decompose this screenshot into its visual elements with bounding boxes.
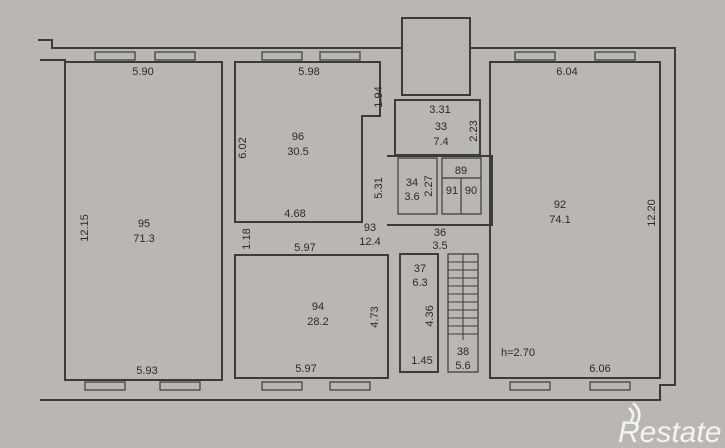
- room-96: 96 30.5: [287, 131, 308, 158]
- room-33: 33 7.4: [433, 121, 448, 148]
- room-area: 3.5: [432, 240, 447, 252]
- dimension: 1.94: [373, 86, 385, 107]
- dimensions: 5.90 12.15 5.93 5.98 1.94 6.02 4.68 1.18…: [79, 66, 658, 377]
- dimension: 5.97: [295, 363, 316, 375]
- room-number: 37: [414, 263, 426, 275]
- dimension: 12.15: [79, 214, 91, 242]
- room-38: 38 5.6: [455, 346, 470, 372]
- room-89-number: 89: [455, 165, 467, 177]
- room-93: 93 12.4: [359, 222, 380, 248]
- dimension: 4.36: [424, 305, 436, 326]
- dimension: 5.93: [136, 365, 157, 377]
- walls: [38, 17, 676, 401]
- room-number: 33: [435, 121, 447, 133]
- room-number: 95: [138, 218, 150, 230]
- watermark-text: Restate: [618, 416, 721, 448]
- room-area: 74.1: [549, 214, 570, 226]
- room-number: 94: [312, 301, 324, 313]
- dimension: 4.73: [369, 306, 381, 327]
- room-area: 3.6: [404, 191, 419, 203]
- dimension: 5.31: [373, 177, 385, 198]
- room-area: 5.6: [455, 360, 470, 372]
- dimension: 6.04: [556, 66, 577, 78]
- ceiling-height: h=2.70: [501, 347, 535, 359]
- room-area: 28.2: [307, 316, 328, 328]
- dimension: 2.27: [423, 175, 435, 196]
- room-area: 30.5: [287, 146, 308, 158]
- room-area: 7.4: [433, 136, 448, 148]
- windows: [84, 51, 636, 391]
- room-number: 38: [457, 346, 469, 358]
- dimension: 6.02: [237, 137, 249, 158]
- room-number: 34: [406, 177, 418, 189]
- room-92: 92 74.1: [549, 199, 570, 226]
- dimension: 5.90: [132, 66, 153, 78]
- room-area: 6.3: [412, 277, 427, 289]
- room-37: 37 6.3: [412, 263, 427, 289]
- room-90-number: 90: [465, 185, 477, 197]
- room-number: 92: [554, 199, 566, 211]
- room-36: 36 3.5: [432, 227, 447, 252]
- room-area: 71.3: [133, 233, 154, 245]
- room-91-number: 91: [446, 185, 458, 197]
- room-number: 93: [364, 222, 376, 234]
- room-number: 36: [434, 227, 446, 239]
- dimension: 12.20: [646, 199, 658, 227]
- room-area: 12.4: [359, 236, 380, 248]
- dimension: 1.45: [411, 355, 432, 367]
- stairs: [448, 254, 478, 340]
- room-number: 96: [292, 131, 304, 143]
- dimension: 5.97: [294, 242, 315, 254]
- room-34: 34 3.6: [404, 177, 419, 203]
- dimension: 4.68: [284, 208, 305, 220]
- dimension: 2.23: [468, 120, 480, 141]
- dimension: 5.98: [298, 66, 319, 78]
- room-94: 94 28.2: [307, 301, 328, 328]
- dimension: 3.31: [429, 104, 450, 116]
- dimension: 1.18: [241, 228, 253, 249]
- room-95: 95 71.3: [133, 218, 154, 245]
- dimension: 6.06: [589, 363, 610, 375]
- restate-watermark: Restate: [618, 402, 721, 448]
